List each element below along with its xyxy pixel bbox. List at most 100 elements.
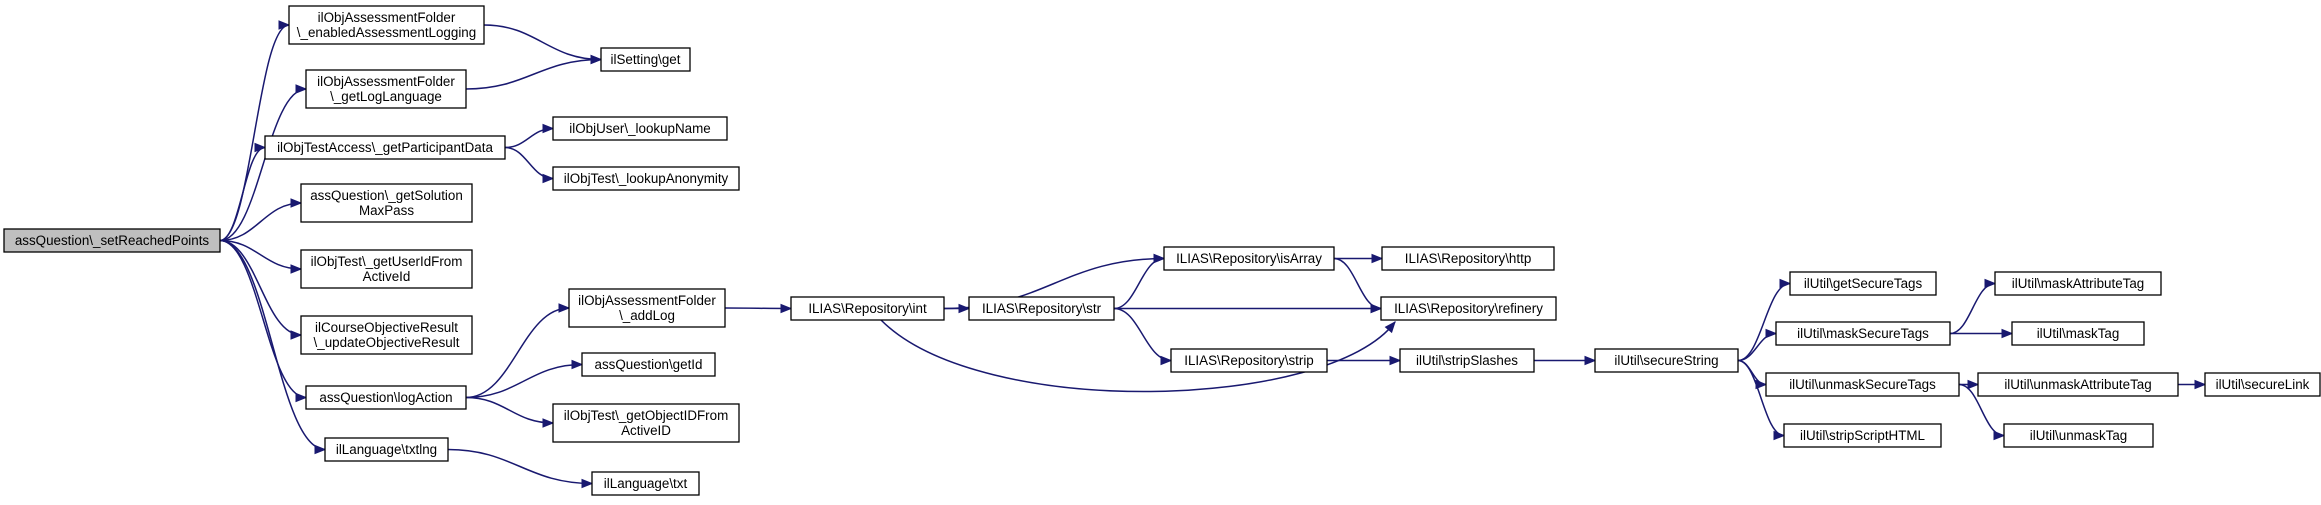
node-ilobjassessmentfolder-getloglanguage[interactable]: ilObjAssessmentFolder\_getLogLanguage	[305, 69, 467, 109]
node-box	[1783, 423, 1942, 448]
edge-line	[465, 58, 602, 90]
node-label: ilCourseObjectiveResult	[315, 320, 458, 335]
node-box	[552, 166, 740, 191]
call-graph-nodes: assQuestion\_setReachedPoints ilObjAssess…	[3, 5, 2321, 496]
arrowhead-icon	[542, 123, 555, 134]
node-ilutil-securelink[interactable]: ilUtil\secureLink	[2204, 372, 2321, 397]
node-ilutil-stripscripthtml[interactable]: ilUtil\stripScriptHTML	[1783, 423, 1942, 448]
node-ilutil-masktag[interactable]: ilUtil\maskTag	[2011, 321, 2145, 346]
edge-n2-to-n9	[465, 54, 603, 90]
node-box	[300, 315, 473, 355]
arrowhead-icon	[581, 478, 594, 489]
node-ilobjassessmentfolder-addlog[interactable]: ilObjAssessmentFolder\_addLog	[568, 288, 726, 328]
arrowhead-icon	[1773, 430, 1786, 441]
node-ilutil-masksecuretags[interactable]: ilUtil\maskSecureTags	[1775, 321, 1951, 346]
edge-line	[465, 363, 583, 399]
node-label: ilUtil\stripScriptHTML	[1800, 428, 1925, 443]
arrowhead-icon	[2194, 379, 2207, 390]
node-box	[264, 135, 506, 160]
edge-n12-to-n16	[724, 303, 793, 314]
node-label: ilLanguage\txtlng	[336, 442, 437, 457]
node-assquestion-setreachedpoints[interactable]: assQuestion\_setReachedPoints	[3, 228, 221, 253]
edge-line	[1949, 282, 1996, 335]
edge-line	[219, 239, 302, 270]
node-label: \_addLog	[619, 308, 675, 323]
edge-root-to-n2	[219, 84, 308, 242]
edge-n25-to-n29	[1949, 328, 2014, 339]
node-label: ILIAS\Repository\isArray	[1176, 251, 1322, 266]
node-ilias-repository-strip[interactable]: ILIAS\Repository\strip	[1170, 348, 1328, 373]
node-label: assQuestion\_setReachedPoints	[15, 233, 210, 248]
node-label: assQuestion\_getSolution	[310, 188, 463, 203]
node-label: ilObjTest\_lookupAnonymity	[564, 171, 729, 186]
edge-n18-to-n20	[1334, 253, 1384, 264]
node-assquestion-logaction[interactable]: assQuestion\logAction	[305, 385, 467, 410]
edge-n25-to-n28	[1949, 278, 1997, 335]
node-ilias-repository-http[interactable]: ILIAS\Repository\http	[1381, 246, 1555, 271]
node-ilias-repository-refinery[interactable]: ILIAS\Repository\refinery	[1380, 296, 1557, 321]
edge-root-to-n3	[219, 142, 267, 242]
edge-line	[219, 202, 302, 242]
node-ilias-repository-str[interactable]: ILIAS\Repository\str	[968, 296, 1115, 321]
node-box	[552, 403, 740, 443]
arrowhead-icon	[571, 359, 584, 370]
node-ilobjtest-lookupanonymity[interactable]: ilObjTest\_lookupAnonymity	[552, 166, 740, 191]
edge-line	[483, 24, 602, 61]
arrowhead-icon	[278, 20, 291, 30]
node-ilsetting-get[interactable]: ilSetting\get	[600, 47, 691, 72]
arrowhead-icon	[542, 173, 555, 184]
node-label: assQuestion\logAction	[319, 390, 452, 405]
node-ilias-repository-int[interactable]: ILIAS\Repository\int	[790, 296, 945, 321]
node-box	[600, 47, 691, 72]
node-assquestion-getid[interactable]: assQuestion\getId	[581, 352, 716, 377]
edge-line	[1737, 332, 1777, 362]
edge-n17-to-n19	[1113, 307, 1173, 366]
node-label: ILIAS\Repository\str	[982, 301, 1102, 316]
node-ilobjtestaccess-getparticipantdata[interactable]: ilObjTestAccess\_getParticipantData	[264, 135, 506, 160]
node-box	[1977, 372, 2179, 397]
node-ilutil-getsecuretags[interactable]: ilUtil\getSecureTags	[1789, 271, 1937, 296]
node-box	[2204, 372, 2321, 397]
node-illanguage-txt[interactable]: ilLanguage\txt	[591, 471, 700, 496]
node-box	[1399, 348, 1535, 373]
node-box	[305, 69, 467, 109]
edge-n3-to-n11	[504, 146, 555, 184]
node-box	[790, 296, 945, 321]
node-box	[1594, 348, 1739, 373]
node-ilutil-unmaskattributetag[interactable]: ilUtil\unmaskAttributeTag	[1977, 372, 2179, 397]
node-label: ilUtil\getSecureTags	[1804, 276, 1923, 291]
node-ilutil-securestring[interactable]: ilUtil\secureString	[1594, 348, 1739, 373]
node-ilutil-unmasksecuretags[interactable]: ilUtil\unmaskSecureTags	[1765, 372, 1960, 397]
node-label: ilObjUser\_lookupName	[569, 121, 710, 136]
edge-line	[465, 396, 554, 424]
node-ilutil-stripslashes[interactable]: ilUtil\stripSlashes	[1399, 348, 1535, 373]
node-ilobjassessmentfolder-enabledassessmentlogging[interactable]: ilObjAssessmentFolder\_enabledAssessment…	[288, 5, 485, 45]
node-box	[324, 437, 449, 462]
edge-line	[447, 448, 593, 485]
arrowhead-icon	[2001, 328, 2014, 339]
node-box	[3, 228, 221, 253]
node-label: \_enabledAssessmentLogging	[297, 25, 476, 40]
node-label: ilUtil\stripSlashes	[1416, 353, 1518, 368]
node-ilutil-unmasktag[interactable]: ilUtil\unmaskTag	[2003, 423, 2154, 448]
arrowhead-icon	[1993, 430, 2006, 441]
edge-line	[219, 146, 266, 242]
node-ilias-repository-isarray[interactable]: ILIAS\Repository\isArray	[1163, 246, 1335, 271]
node-illanguage-txtlng[interactable]: ilLanguage\txtlng	[324, 437, 449, 462]
arrowhead-icon	[1967, 379, 1980, 390]
edge-n18-to-n21	[1333, 257, 1383, 314]
node-label: ilObjAssessmentFolder	[318, 10, 456, 25]
arrowhead-icon	[1389, 355, 1402, 366]
node-ilcourseobjectiveresult-updateobjectiveresult[interactable]: ilCourseObjectiveResult\_updateObjective…	[300, 315, 473, 355]
node-label: \_updateObjectiveResult	[314, 335, 460, 350]
node-label: assQuestion\getId	[595, 357, 703, 372]
arrowhead-icon	[1984, 278, 1997, 289]
node-label: ilSetting\get	[611, 52, 681, 67]
node-ilobjuser-lookupname[interactable]: ilObjUser\_lookupName	[552, 116, 728, 141]
node-label: ilObjTest\_getObjectIDFrom	[564, 408, 728, 423]
node-ilutil-maskattributetag[interactable]: ilUtil\maskAttributeTag	[1994, 271, 2162, 296]
